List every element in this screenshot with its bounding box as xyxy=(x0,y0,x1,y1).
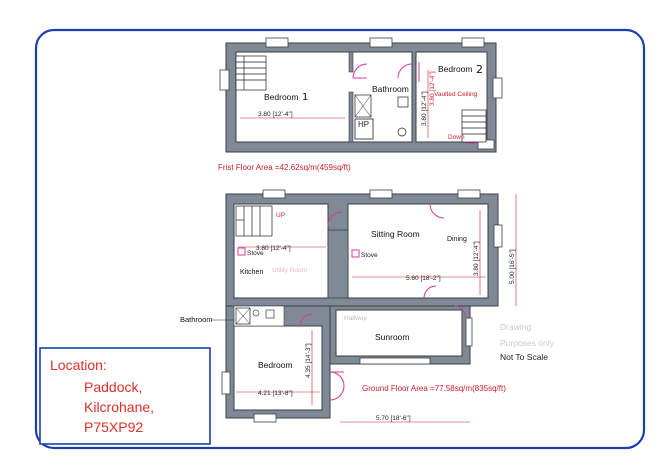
dim-total-width: 5.70 [18'-6"] xyxy=(376,415,411,422)
room-label-sitting-room: Sitting Room xyxy=(371,229,420,239)
dim-kitchen-width: 3.80 [12'-4"] xyxy=(256,245,291,252)
location-line3: P75XP92 xyxy=(84,419,143,435)
hp-label: HP xyxy=(358,120,369,129)
room-label-sunroom: Sunroom xyxy=(375,332,410,342)
first-floor-area: Frist Floor Area =42.62sq/m(459sq/ft) xyxy=(218,163,351,172)
location-line1: Paddock, xyxy=(84,379,142,395)
location-box: Location: Paddock, Kilcrohane, P75XP92 xyxy=(39,347,211,445)
dim-total-height: 5.00 [16'-5"] xyxy=(509,249,516,284)
room-number-bedroom2: 2 xyxy=(476,63,483,76)
room-label-bedroom2: Bedroom xyxy=(438,64,473,74)
down-label: Down xyxy=(448,134,465,141)
ground-floor-plan: UP Stove Stove Kitchen Utility Room Sitt… xyxy=(180,189,555,423)
not-to-scale-label: Not To Scale xyxy=(500,352,548,362)
purposes-faint-label: Purposes only xyxy=(500,338,555,348)
room-label-bedroom: Bedroom xyxy=(258,360,293,370)
up-label: UP xyxy=(276,212,285,219)
dim-bedroom1-width: 3.80 [12'-4"] xyxy=(258,111,293,118)
utility-faint-label: Utility Room xyxy=(272,267,307,274)
room-label-ground-bathroom: Bathroom xyxy=(180,315,213,324)
location-line2: Kilcrohane, xyxy=(84,399,154,415)
dim-bedroom2-depth: 3.80 [12'-4"] xyxy=(429,71,436,106)
room-label-bedroom1: Bedroom xyxy=(264,92,299,102)
dim-bedroom-height: 4.35 [14'-3"] xyxy=(305,343,312,378)
room-label-dining: Dining xyxy=(447,236,467,243)
room-label-kitchen: Kitchen xyxy=(240,269,263,276)
vaulted-ceiling-label: Vaulted Ceiling xyxy=(434,91,478,98)
dim-bedroom2-height: 3.80 [12'-4"] xyxy=(421,91,428,126)
ground-floor-area: Ground Floor Area =77.58sq/m(835sq/ft) xyxy=(362,384,506,393)
dim-sitting-width: 5.60 [18'-2"] xyxy=(406,275,441,282)
outer-frame xyxy=(34,28,646,450)
hallway-faint-label: Hallway xyxy=(344,315,368,322)
sunroom-walls xyxy=(329,305,471,365)
drawing-faint-label: Drawing xyxy=(500,322,531,332)
dim-sitting-height: 3.80 [12'-4"] xyxy=(473,241,480,276)
stove-kitchen-label: Stove xyxy=(247,250,264,257)
dim-bedroom-width: 4.21 [13'-8"] xyxy=(258,390,293,397)
first-floor-plan: Bedroom 1 Bathroom Bedroom 2 Vaulted Cei… xyxy=(218,37,503,172)
room-label-first-bathroom: Bathroom xyxy=(372,84,409,94)
location-heading: Location: xyxy=(50,357,107,373)
stove-sitting-label: Stove xyxy=(361,252,378,259)
room-number-bedroom1: 1 xyxy=(302,92,308,103)
